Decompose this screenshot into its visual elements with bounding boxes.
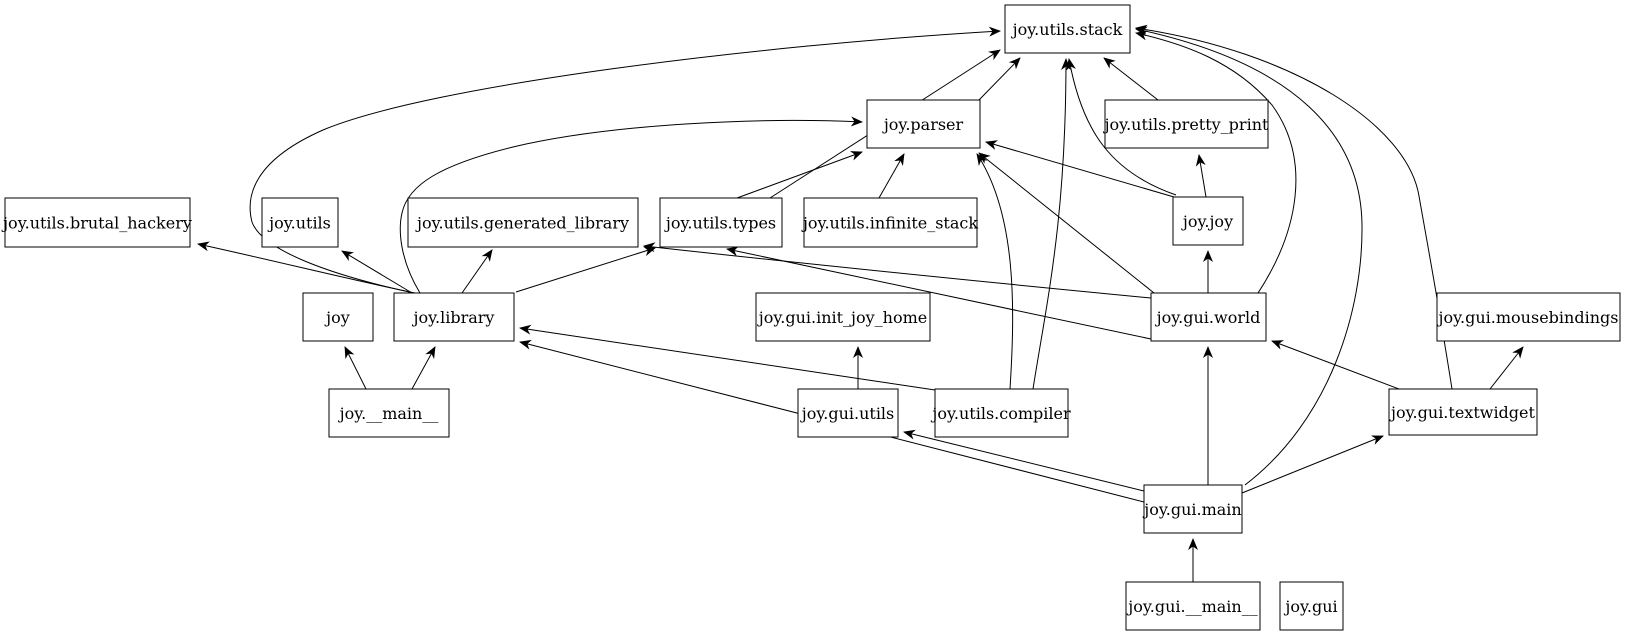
edge-joy-gui-world-to-joy-utils-types (726, 246, 1152, 340)
edge-joy-library-to-joy-utils-types (515, 246, 656, 293)
node-box-joy-main (328, 388, 450, 438)
edge-joy-joy-to-joy-utils-pretty-print (1195, 154, 1207, 198)
node-box-joy (302, 292, 374, 342)
node-joy-gui-init-joy-home: joy.gui.init_joy_home (755, 292, 931, 342)
edge-joy-library-to-joy-utils-generated-library (461, 249, 493, 294)
node-box-joy-joy (1172, 196, 1244, 246)
node-label-joy-gui-init-joy-home: joy.gui.init_joy_home (757, 308, 928, 327)
node-label-joy-utils-pretty-print: joy.utils.pretty_print (1103, 115, 1269, 134)
node-label-joy: joy (324, 308, 350, 327)
node-box-joy-parser (866, 99, 981, 149)
node-box-joy-gui-main (1143, 484, 1243, 534)
edge-joy-utils-types-to-joy-parser (736, 151, 863, 199)
node-box-joy-gui-textwidget (1388, 388, 1538, 436)
edge-joy-library-to-joy-utils-stack (249, 26, 1001, 294)
node-label-joy-gui-main: joy.gui.__main__ (1126, 597, 1257, 616)
node-box-joy-gui-init-joy-home (755, 292, 931, 342)
edge-joy-main-to-joy-library (411, 346, 436, 390)
edge-joy-utils-pretty-print-to-joy-utils-stack (1103, 57, 1159, 101)
node-joy-gui-mousebindings: joy.gui.mousebindings (1436, 292, 1621, 342)
node-label-joy-utils: joy.utils (267, 214, 331, 233)
node-joy-gui-main: joy.gui.main (1142, 484, 1243, 534)
node-label-joy-gui-world: joy.gui.world (1155, 308, 1261, 327)
node-label-joy-utils-stack: joy.utils.stack (1011, 20, 1123, 39)
node-label-joy-utils-compiler: joy.utils.compiler (930, 404, 1071, 423)
node-joy-utils-pretty-print: joy.utils.pretty_print (1103, 99, 1269, 149)
node-label-joy-utils-types: joy.utils.types (664, 214, 776, 233)
edge-joy-library-to-joy-parser (399, 116, 863, 294)
graph-nodes: joy.utils.stack joy.parser joy.utils.prett… (1, 4, 1621, 631)
node-joy-gui-world: joy.gui.world (1150, 292, 1267, 342)
node-label-joy-main: joy.__main__ (338, 404, 439, 423)
edge-joy-main-to-joy (344, 346, 367, 390)
node-joy-utils-infinite-stack: joy.utils.infinite_stack (801, 197, 978, 248)
node-joy-utils-compiler: joy.utils.compiler (930, 388, 1071, 438)
node-joy-gui-main: joy.gui.__main__ (1125, 581, 1261, 631)
node-box-joy-gui (1279, 581, 1344, 631)
node-joy-joy: joy.joy (1172, 196, 1244, 246)
node-label-joy-gui-mousebindings: joy.gui.mousebindings (1437, 308, 1619, 327)
node-joy-main: joy.__main__ (328, 388, 450, 438)
edge-joy-joy-to-joy-parser (985, 140, 1175, 198)
edge-joy-utils-infinite-stack-to-joy-parser (878, 153, 905, 199)
node-label-joy-gui-textwidget: joy.gui.textwidget (1389, 403, 1535, 422)
node-joy-gui-utils: joy.gui.utils (797, 388, 899, 438)
edge-joy-joy-to-joy-utils-stack (1066, 58, 1177, 196)
node-box-joy-utils-brutal-hackery (4, 197, 191, 248)
node-joy-utils-generated-library: joy.utils.generated_library (407, 197, 639, 248)
node-joy-utils-stack: joy.utils.stack (1004, 4, 1131, 54)
node-label-joy-joy: joy.joy (1181, 212, 1233, 231)
node-joy-utils: joy.utils (261, 197, 339, 248)
node-box-joy-utils-types (659, 197, 783, 248)
node-label-joy-library: joy.library (412, 308, 495, 327)
node-joy-utils-types: joy.utils.types (659, 197, 783, 248)
node-box-joy-utils-generated-library (407, 197, 639, 248)
node-box-joy-gui-main (1125, 581, 1261, 631)
node-label-joy-gui: joy.gui (1283, 597, 1337, 616)
node-box-joy-library (393, 292, 515, 342)
node-joy-library: joy.library (393, 292, 515, 342)
graph-edges (197, 24, 1524, 582)
edge-joy-utils-compiler-to-joy-library (519, 324, 936, 391)
edge-joy-gui-textwidget-to-joy-gui-world (1271, 340, 1400, 390)
node-box-joy-utils-stack (1004, 4, 1131, 54)
node-label-joy-utils-generated-library: joy.utils.generated_library (415, 214, 629, 233)
edge-joy-gui-world-to-joy-utils-generated-library (643, 242, 1152, 299)
edge-joy-gui-main-to-joy-gui-utils (903, 429, 1145, 492)
node-box-joy-gui-world (1150, 292, 1267, 342)
edge-joy-library-to-joy-utils (341, 250, 413, 294)
node-label-joy-gui-main: joy.gui.main (1142, 500, 1241, 519)
node-joy-utils-brutal-hackery: joy.utils.brutal_hackery (1, 197, 192, 248)
node-joy: joy (302, 292, 374, 342)
node-label-joy-parser: joy.parser (882, 115, 964, 134)
node-label-joy-gui-utils: joy.gui.utils (800, 404, 895, 423)
edge-joy-gui-main-to-joy-utils-stack (1135, 26, 1363, 486)
node-joy-parser: joy.parser (866, 99, 981, 149)
node-label-joy-utils-brutal-hackery: joy.utils.brutal_hackery (1, 214, 192, 233)
edge-joy-utils-compiler-to-joy-parser (976, 153, 1014, 390)
edge-joy-gui-textwidget-to-joy-gui-mousebindings (1489, 346, 1524, 390)
edge-joy-gui-world-to-joy-utils-stack (1135, 30, 1297, 294)
edge-joy-parser-to-joy-utils-stack (978, 57, 1021, 101)
node-box-joy-utils-compiler (934, 388, 1069, 438)
edge-joy-gui-world-to-joy-parser (978, 152, 1155, 294)
node-joy-gui: joy.gui (1279, 581, 1344, 631)
node-label-joy-utils-infinite-stack: joy.utils.infinite_stack (801, 214, 978, 233)
node-box-joy-utils-pretty-print (1104, 99, 1269, 149)
edge-joy-utils-compiler-to-joy-utils-stack (1032, 58, 1071, 390)
node-box-joy-utils-infinite-stack (803, 197, 978, 248)
edge-joy-gui-main-to-joy-gui-textwidget (1241, 435, 1384, 494)
node-box-joy-gui-mousebindings (1436, 292, 1621, 342)
node-joy-gui-textwidget: joy.gui.textwidget (1388, 388, 1538, 436)
node-box-joy-gui-utils (797, 388, 899, 438)
node-box-joy-utils (261, 197, 339, 248)
